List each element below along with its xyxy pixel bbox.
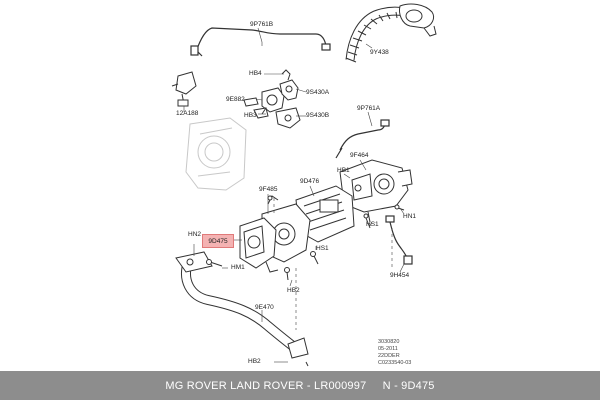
callout-9y438: 9Y438 (370, 49, 389, 56)
ref-line-1: 3030820 (378, 339, 400, 345)
callout-hb2-lower: HB2 (248, 358, 261, 365)
hose-9h454 (385, 215, 413, 265)
leader-lines (183, 27, 405, 363)
callout-hn2: HN2 (188, 231, 202, 238)
callout-9p761b: 9P761B (250, 21, 274, 28)
valve-9f464 (339, 159, 413, 223)
sensor-12a188 (171, 71, 197, 107)
engine-block-ghost (185, 117, 247, 191)
callout-9e882: 9E882 (226, 96, 245, 103)
callout-hs1-lower: HS1 (316, 245, 329, 252)
ref-line-2: 05-2011 (378, 346, 398, 352)
valve-9d475 (239, 217, 279, 273)
parts-diagram (171, 3, 437, 367)
callout-9s430a: 9S430A (306, 89, 330, 96)
hose-9y438 (345, 3, 437, 63)
callout-9e470: 9E470 (255, 304, 274, 311)
callout-9d475-highlight: 9D475 (202, 234, 234, 248)
callout-hs1-upper: HS1 (366, 221, 379, 228)
cooler-9d476 (295, 185, 355, 243)
callout-12a188: 12A188 (176, 110, 199, 117)
callout-hm1: HM1 (231, 264, 245, 271)
callout-9s430b: 9S430B (306, 112, 330, 119)
callout-9h454: 9H454 (390, 272, 410, 279)
pipe-9p761a (335, 119, 390, 159)
callout-hb1: HB1 (337, 167, 350, 174)
callout-9f464: 9F464 (350, 152, 369, 159)
valve-assembly-small (243, 69, 301, 129)
pipe-9e470 (175, 251, 309, 359)
callout-9p761a: 9P761A (357, 105, 381, 112)
callout-hb3: HB3 (244, 112, 257, 119)
caption-bar: MG ROVER LAND ROVER - LR000997 N - 9D475 (0, 371, 600, 400)
ref-line-4: C0233540-03 (378, 360, 412, 366)
pipe-9p761b (190, 27, 331, 57)
callout-hb4: HB4 (249, 70, 262, 77)
callout-hn1: HN1 (403, 213, 417, 220)
callout-9d476: 9D476 (300, 178, 320, 185)
caption-text: MG ROVER LAND ROVER - LR000997 N - 9D475 (165, 379, 435, 392)
callout-hb2-upper: HB2 (287, 287, 300, 294)
callout-9f485: 9F485 (259, 186, 278, 193)
ref-line-3: 22DDER (378, 353, 400, 359)
bolts (206, 107, 405, 367)
